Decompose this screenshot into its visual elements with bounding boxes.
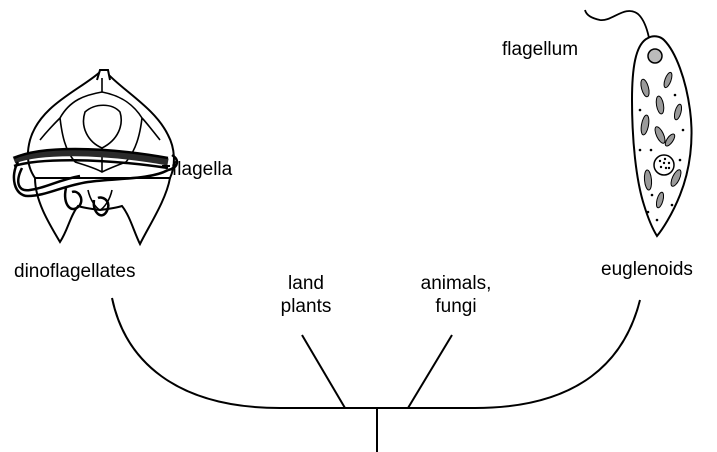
euglenoid-reservoir <box>648 49 662 63</box>
phylogenetic-tree <box>112 298 640 452</box>
dinoflagellate-illustration <box>14 70 177 244</box>
label-euglenoids: euglenoids <box>601 258 693 281</box>
label-flagella: flagella <box>172 158 232 181</box>
label-land-plants: land plants <box>270 272 342 318</box>
euglenoid-illustration <box>585 10 692 236</box>
branch-dinoflagellates <box>112 298 280 408</box>
label-land-plants-line1: land <box>270 272 342 295</box>
branch-animals-fungi <box>408 335 452 408</box>
label-land-plants-line2: plants <box>270 295 342 318</box>
euglenoid-nucleus <box>654 155 674 175</box>
dinoflagellate-apical-horn <box>97 70 110 80</box>
label-dinoflagellates: dinoflagellates <box>14 260 135 283</box>
dinoflagellate-hypotheca <box>35 178 170 244</box>
branch-land-plants <box>302 335 345 408</box>
label-animals-fungi-line1: animals, <box>410 272 502 295</box>
label-animals-fungi-line2: fungi <box>410 295 502 318</box>
label-flagellum: flagellum <box>502 38 578 61</box>
label-animals-fungi: animals, fungi <box>410 272 502 318</box>
